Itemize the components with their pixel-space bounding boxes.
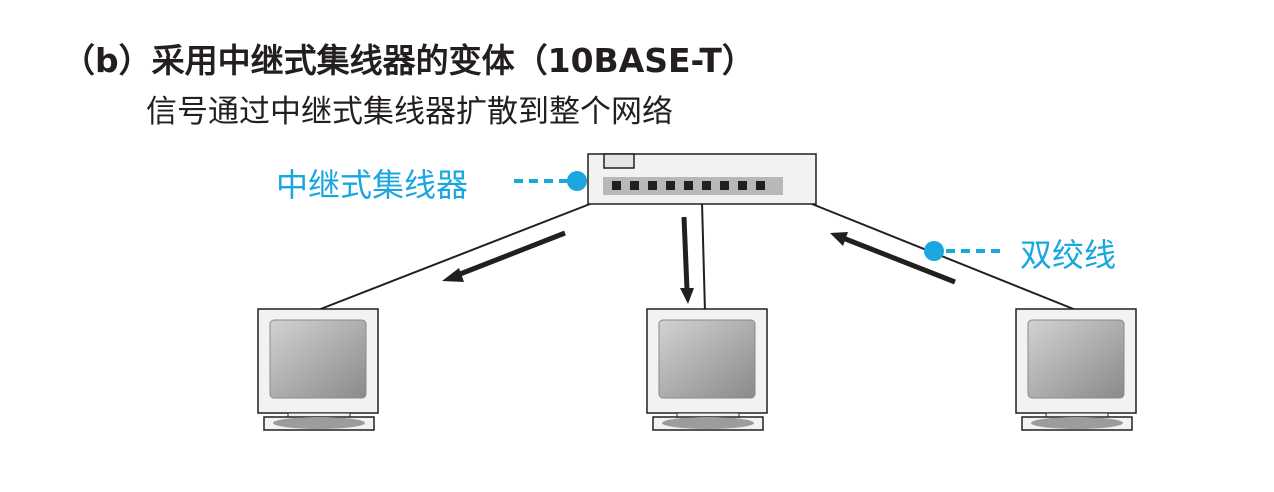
arrow-left (442, 230, 566, 282)
computer-middle (646, 308, 768, 431)
twisted-pair-cables (317, 201, 1077, 313)
hub-ports (612, 181, 765, 190)
diagram-subtitle: 信号通过中继式集线器扩散到整个网络 (146, 94, 673, 130)
twisted-pair-label: 双绞线 (1020, 236, 1117, 274)
arrow-down (680, 216, 694, 304)
cable-right (811, 203, 1077, 311)
cable-pointer (924, 241, 1004, 261)
cable-left (317, 203, 591, 311)
repeater-hub-icon (587, 153, 817, 205)
arrow-up-left (830, 232, 956, 285)
hub-label: 中继式集线器 (276, 166, 469, 204)
computer-right (1015, 308, 1137, 431)
diagram-title: （b）采用中继式集线器的变体（10BASE-T） (62, 41, 755, 80)
computer-left (257, 308, 379, 431)
hub-pointer (514, 171, 587, 191)
signal-arrows (442, 216, 956, 304)
cable-middle (701, 201, 706, 313)
